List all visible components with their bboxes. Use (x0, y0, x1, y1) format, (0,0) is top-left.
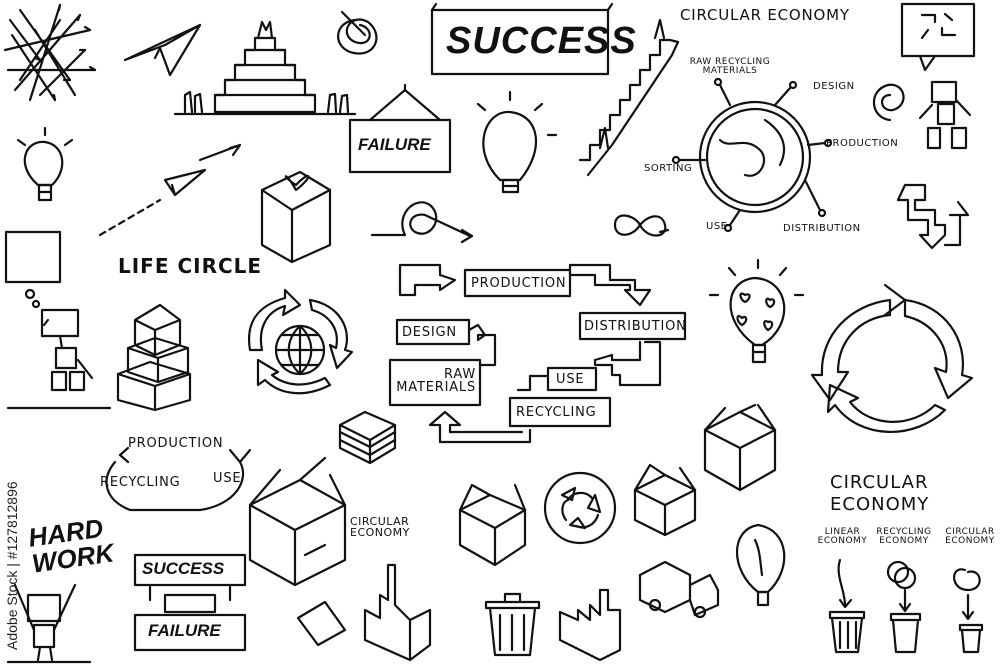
linear-economy-label: LINEAR ECONOMY (817, 527, 868, 546)
flow-design-label: DESIGN (402, 325, 457, 340)
flow-recycling-label: RECYCLING (516, 405, 597, 420)
leaf-lightbulb-icon (708, 258, 805, 364)
box-stack-icon (116, 303, 192, 412)
flow-distribution-label: DISTRIBUTION (584, 319, 687, 334)
circular-arrows-icon (810, 283, 974, 433)
hard-work-label: HARD WORK (26, 512, 116, 579)
flow-use-label: USE (556, 372, 585, 387)
cycle-production-label: PRODUCTION (128, 436, 224, 451)
paper-stack-icon (338, 410, 397, 465)
globe-icon (671, 77, 833, 233)
raw-recycling-materials-label: RAW RECYCLING MATERIALS (689, 57, 771, 76)
lightbulb-small-icon (16, 126, 74, 202)
robot-hard-work-icon (6, 583, 92, 664)
infinity-icon (613, 214, 670, 237)
factory-icon (363, 563, 622, 662)
robot-left-icon (6, 308, 112, 410)
speech-bubble-left (4, 230, 62, 309)
life-circle-title: LIFE CIRCLE (118, 254, 263, 278)
robot-figure-icon (900, 2, 976, 150)
design-label: DESIGN (813, 81, 855, 92)
paper-sheet-icon (296, 600, 347, 647)
open-box-icon (703, 403, 777, 492)
spiral-icon (872, 83, 905, 122)
success-bottom-label: SUCCESS (142, 559, 225, 578)
circular-economy-small-label: CIRCULAR ECONOMY (350, 515, 410, 539)
success-failure-sign (133, 553, 247, 652)
paper-plane-flight-icon (98, 143, 242, 237)
recycle-arrows-icon (543, 471, 617, 545)
lightbulb-bottom-icon (736, 523, 786, 607)
distribution-label: DISTRIBUTION (783, 223, 861, 234)
sorting-label: SORTING (644, 163, 693, 174)
success-sign-label: SUCCESS (446, 20, 637, 62)
failure-sign-label: FAILURE (358, 135, 431, 154)
flow-raw-materials-label: RAW MATERIALS (396, 367, 476, 395)
chain-arrows-icon (896, 183, 970, 250)
circular-economy-title: CIRCULAR ECONOMY (680, 6, 850, 24)
loop-arrow-icon (370, 201, 474, 244)
tangled-arrows-icon (3, 3, 97, 102)
paper-plane-icon (123, 23, 202, 77)
flowchart-diagram (388, 263, 687, 444)
stock-id-watermark: Adobe Stock | #127812896 (4, 481, 20, 650)
open-box-right-icon (633, 463, 697, 537)
production-label: PRODUCTION (826, 138, 899, 149)
scribble-ball-icon (337, 10, 378, 55)
truck-icon (638, 560, 720, 619)
circular-economy-big-label: CIRCULAR ECONOMY (830, 472, 930, 515)
pyramid-stairs-icon (173, 20, 357, 116)
circular-economy-tiny-label: CIRCULAR ECONOMY (945, 527, 995, 546)
lightbulb-icon (476, 90, 558, 194)
cardboard-box-icon (248, 456, 347, 587)
flow-production-label: PRODUCTION (471, 276, 567, 291)
gift-box-icon (260, 170, 332, 264)
cycle-recycling-label: RECYCLING (100, 475, 181, 490)
open-box-small-icon (458, 483, 527, 567)
success-sign-top (430, 2, 614, 76)
failure-bottom-label: FAILURE (148, 621, 221, 640)
trash-can-icon (484, 592, 984, 657)
stairs-success-icon (578, 18, 680, 177)
recycling-economy-label: RECYCLING ECONOMY (876, 527, 932, 546)
cycle-use-label: USE (213, 471, 242, 486)
use-label: USE (706, 221, 728, 232)
production-cycle-icon (105, 446, 252, 512)
recycle-globe-icon (247, 288, 354, 395)
failure-sign (348, 83, 452, 174)
economy-arrows (837, 558, 981, 621)
